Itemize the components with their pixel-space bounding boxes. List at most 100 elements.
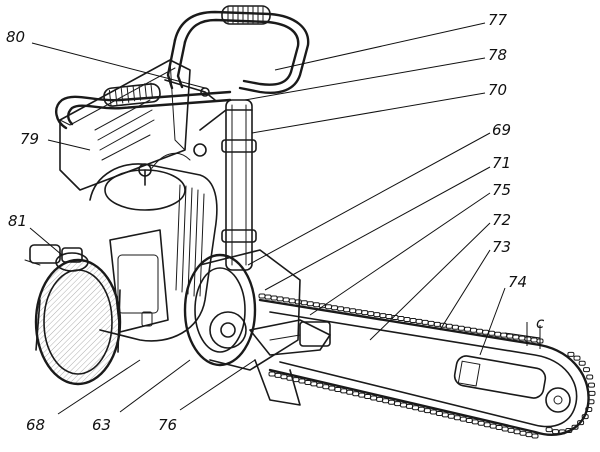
chain-link	[489, 423, 497, 429]
chain-link	[310, 381, 318, 387]
chain-link	[385, 314, 393, 319]
chain-link	[451, 324, 459, 330]
chain-link	[483, 422, 491, 428]
chain-link	[577, 420, 585, 426]
label-80: 80	[6, 28, 25, 46]
top-grip	[221, 5, 271, 25]
chain-link	[501, 426, 509, 432]
chain-link	[524, 336, 532, 342]
label-77: 77	[488, 11, 508, 29]
chain-link	[558, 429, 566, 435]
chain-link	[586, 374, 594, 380]
chain-link	[364, 394, 372, 399]
chain-link	[488, 330, 496, 336]
chain-link	[306, 301, 314, 307]
chain-link	[552, 429, 559, 435]
chain-link	[382, 398, 390, 404]
chain-link	[397, 316, 405, 321]
chain-link	[343, 307, 351, 313]
chain-link	[334, 387, 342, 392]
chain-link	[477, 420, 485, 426]
chain-link	[507, 427, 515, 433]
guide-bar	[258, 298, 590, 436]
chain-link	[282, 297, 290, 303]
chain-link	[525, 432, 533, 438]
clearance-dimension	[504, 322, 541, 349]
chain-link	[513, 429, 521, 435]
chain-link	[298, 378, 306, 384]
chain-link	[352, 391, 360, 397]
nose-sprocket	[545, 387, 571, 413]
chain-link	[415, 318, 423, 324]
chain-link	[470, 327, 477, 333]
handle-frame	[55, 5, 310, 130]
label-76: 76	[158, 416, 177, 434]
chain-link	[519, 430, 527, 436]
chain-link	[459, 416, 467, 422]
label-c: c	[536, 314, 545, 332]
chain-link	[388, 399, 395, 405]
chain-link	[300, 300, 308, 306]
label-81: 81	[8, 212, 27, 230]
callout-labels: 77 78 70 69 71 75 72 73 74 c 80 79 81 68…	[6, 11, 545, 434]
chain-link	[328, 385, 336, 391]
chain-link	[400, 402, 407, 408]
chain-link	[494, 331, 502, 337]
chain-link	[258, 293, 266, 299]
chain-link	[427, 320, 435, 326]
chain-link	[447, 413, 455, 419]
fuel-tank	[59, 59, 191, 191]
chain-link	[373, 312, 381, 318]
chain-tensioner	[249, 319, 331, 406]
chain-link	[268, 371, 276, 377]
chain-link	[500, 332, 508, 338]
chain-link	[465, 418, 473, 423]
chain-link	[304, 380, 312, 385]
chain-link	[331, 305, 338, 311]
chain-link	[370, 395, 378, 401]
chain-link	[312, 302, 320, 308]
chain-link	[435, 411, 443, 416]
chain-link	[292, 377, 300, 383]
chain-link	[276, 296, 284, 302]
chain-link	[583, 367, 590, 373]
chain-link	[581, 414, 589, 420]
chain-link	[429, 409, 437, 415]
chain-link	[288, 298, 296, 304]
chain-link	[495, 425, 503, 430]
drive-sprocket	[209, 311, 247, 349]
chain-link	[530, 337, 538, 343]
chain-link	[316, 382, 324, 388]
chain-link	[506, 333, 514, 339]
label-73: 73	[492, 238, 511, 256]
chain-link	[423, 408, 431, 414]
label-63: 63	[92, 416, 111, 434]
chain-link	[406, 403, 413, 409]
chain-link	[457, 325, 465, 331]
bar-slot	[453, 355, 547, 399]
label-79: 79	[20, 130, 39, 148]
chain-link	[358, 392, 366, 398]
chain-link	[274, 372, 282, 378]
chain-link	[394, 401, 401, 407]
chain-link	[349, 308, 357, 314]
starter-housing	[24, 244, 122, 386]
label-72: 72	[492, 211, 511, 229]
chain-link	[318, 303, 326, 309]
saw-chain	[258, 293, 596, 439]
side-grip	[103, 82, 161, 107]
leader-lines	[29, 22, 506, 415]
chain-link	[294, 299, 302, 305]
chain-link	[545, 427, 553, 433]
starter-handle	[29, 244, 61, 264]
chain-link	[346, 389, 354, 395]
chain-link	[340, 388, 348, 394]
chain-link	[464, 326, 471, 332]
engine-block	[89, 152, 218, 342]
chain-link	[325, 304, 332, 310]
label-71: 71	[492, 154, 511, 172]
chain-link	[270, 295, 278, 301]
chain-link	[361, 310, 369, 316]
